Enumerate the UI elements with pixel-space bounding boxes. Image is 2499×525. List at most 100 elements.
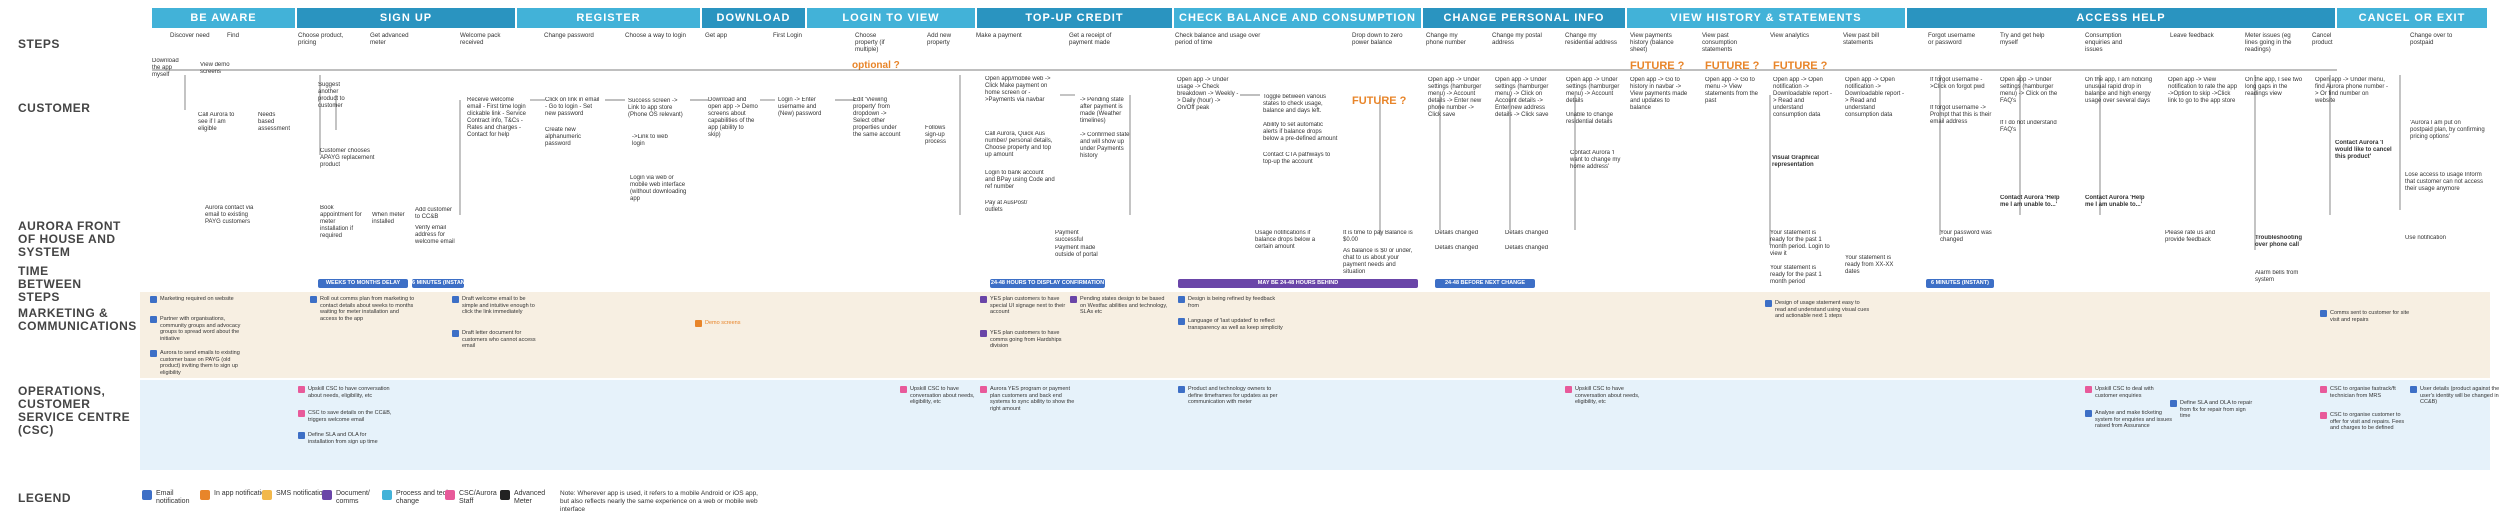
customer-action: Success screen -> Link to app store (Pho… (628, 98, 683, 118)
note-text: Aurora to send emails to existing custom… (160, 350, 240, 376)
front-action: Add customer to CC&B (415, 207, 453, 220)
step-label: Change my residential address (1565, 32, 1617, 46)
ops-note: Analyse and make ticketing system for en… (2085, 410, 2175, 430)
step-label: View analytics (1770, 32, 1810, 39)
front-action: Aurora contact via email to existing PAY… (205, 205, 254, 225)
customer-action: Toggle between various states to check u… (1263, 94, 1327, 114)
phase-sign-up: SIGN UP (297, 8, 515, 28)
customer-action: Contact Aurora 'Help me I am unable to..… (2000, 195, 2060, 208)
front-action: Your statement is ready for the past 1 m… (1770, 265, 1822, 285)
row-label-steps: STEPS (18, 37, 60, 51)
customer-action: Login to bank account and BPay using Cod… (985, 170, 1055, 190)
step-label: Change over to postpaid (2410, 32, 2453, 46)
ops-note: Comms sent to customer for site visit an… (2320, 310, 2410, 323)
ops-note: Aurora YES program or payment plan custo… (980, 386, 1080, 412)
step-label: Change password (544, 32, 594, 39)
legend-item: CSC/Aurora Staff (445, 490, 509, 506)
note-text: YES plan customers to have comms going f… (990, 330, 1062, 349)
customer-action: Customer chooses APAYG replacement produ… (320, 148, 375, 168)
note-text: Demo screens (705, 320, 741, 326)
ops-note: CSC to save details on the CC&B, trigger… (298, 410, 393, 423)
note-text: Upskill CSC to have conversation about n… (308, 386, 390, 399)
marketing-note: Language of 'last updated' to reflect tr… (1178, 318, 1283, 331)
customer-action: Call Aurora to see if I am eligible (198, 112, 235, 132)
sms-icon (262, 490, 272, 500)
time-bar: 24-48 BEFORE NEXT CHANGE (1435, 279, 1535, 288)
step-label: Choose a way to login (625, 32, 686, 39)
note-text: YES plan customers to have special UI si… (990, 296, 1066, 315)
customer-action: Open app/mobile web -> Click Make paymen… (985, 76, 1051, 103)
note-text: Aurora YES program or payment plan custo… (990, 386, 1075, 412)
phase-check-balance: CHECK BALANCE AND CONSUMPTION (1174, 8, 1421, 28)
customer-action: Download and open app -> Demo screens ab… (708, 97, 758, 138)
customer-action: Open app -> Under usage -> Check breakdo… (1177, 77, 1239, 111)
customer-action: If I do not understand FAQ's (2000, 120, 2057, 133)
row-label-marketing: MARKETING & COMMUNICATIONS (18, 306, 137, 333)
customer-action: View demo screens (200, 62, 230, 75)
steps-row: Discover need Find Choose product, prici… (0, 32, 2499, 56)
customer-action: Login -> Enter username and (New) passwo… (778, 97, 822, 117)
legend-item: Process and tech change (382, 490, 451, 506)
phase-register: REGISTER (517, 8, 700, 28)
customer-action: Create new alphanumeric password (545, 127, 582, 147)
step-label: Cancel product (2312, 32, 2333, 46)
customer-action: On the app, I see two long gaps in the r… (2245, 77, 2303, 97)
phase-view-history: VIEW HISTORY & STATEMENTS (1627, 8, 1905, 28)
ops-note: CSC to organise customer to offer for vi… (2320, 412, 2410, 432)
note-text: Upskill CSC to deal with customer enquir… (2095, 386, 2154, 399)
ops-note: User details (product against the user's… (2410, 386, 2499, 406)
front-action: Details changed (1435, 230, 1479, 236)
row-label-front: AURORA FRONT OF HOUSE AND SYSTEM (18, 219, 121, 259)
customer-action: 'Aurora I am put on postpaid plan, by co… (2410, 120, 2485, 140)
customer-action: Open app -> Go to menu -> View statement… (1705, 77, 1759, 104)
legend-item: Document/ comms (322, 490, 391, 506)
customer-action: Follows sign-up process (925, 125, 947, 145)
front-action: Book appointment for meter installation … (320, 205, 362, 239)
step-label: Choose property (if multiple) (855, 32, 885, 53)
step-label: Welcome pack received (460, 32, 501, 46)
customer-action: ->Link to web login (632, 134, 668, 147)
ops-note: Upskill CSC to have conversation about n… (900, 386, 990, 406)
customer-action: Login via web or mobile web interface (w… (630, 175, 687, 202)
front-action: Usage notifications if balance drops bel… (1255, 230, 1316, 250)
customer-action: Open app -> Under settings (hamburger me… (1428, 77, 1482, 118)
front-action: Payment successful (1055, 230, 1084, 243)
step-label: Leave feedback (2170, 32, 2214, 39)
front-action: Payment made outside of portal (1055, 245, 1098, 258)
front-action: Your statement is ready from XX-XX dates (1845, 255, 1894, 275)
customer-action: Pay at AusPost/ outlets (985, 200, 1028, 213)
phase-be-aware: BE AWARE (152, 8, 295, 28)
customer-action: Click on link in email - Go to login - S… (545, 97, 600, 117)
step-label: View past bill statements (1843, 32, 1879, 46)
front-action: Details changed (1505, 245, 1549, 251)
ops-band (140, 380, 2490, 470)
front-action: As balance is $0 or under, chat to us ab… (1343, 248, 1413, 275)
ops-note: Product and technology owners to define … (1178, 386, 1283, 406)
note-text: Roll out comms plan from marketing to co… (320, 296, 415, 322)
step-label: Find (227, 32, 240, 39)
front-action: Alarm bells from system (2255, 270, 2299, 283)
marketing-note: YES plan customers to have special UI si… (980, 296, 1075, 316)
legend-label: Document/ comms (336, 490, 370, 505)
customer-action: Download the app myself (152, 58, 179, 78)
in-app-icon (200, 490, 210, 500)
customer-action: If forgot username ->Click on forgot pwd (1930, 77, 1985, 90)
customer-action: Contact Aurora 'Help me I am unable to..… (2085, 195, 2145, 208)
step-label: Change my phone number (1426, 32, 1466, 46)
step-label: Consumption enquiries and issues (2085, 32, 2123, 53)
ops-note: Upskill CSC to deal with customer enquir… (2085, 386, 2175, 399)
email-icon (142, 490, 152, 500)
note-text: Partner with organisations, community gr… (160, 316, 241, 342)
step-label: Discover need (170, 32, 210, 39)
note-text: CSC to save details on the CC&B, trigger… (308, 410, 392, 423)
customer-action: Receive welcome email - First time login… (467, 97, 527, 138)
marketing-note: Design of usage statement easy to read a… (1765, 300, 1870, 320)
phase-change-personal-info: CHANGE PERSONAL INFO (1423, 8, 1625, 28)
time-bar: 6 MINUTES (INSTANT) (1926, 279, 1994, 288)
front-action: Troubleshooting over phone call (2255, 235, 2302, 248)
note-text: Upskill CSC to have conversation about n… (1575, 386, 1640, 405)
legend-label: Process and tech change (396, 490, 451, 505)
front-action: Lose access to usage Inform that custome… (2405, 172, 2484, 192)
front-action: Use notification (2405, 235, 2447, 241)
customer-action: If forgot username -> Prompt that this i… (1930, 105, 1992, 125)
